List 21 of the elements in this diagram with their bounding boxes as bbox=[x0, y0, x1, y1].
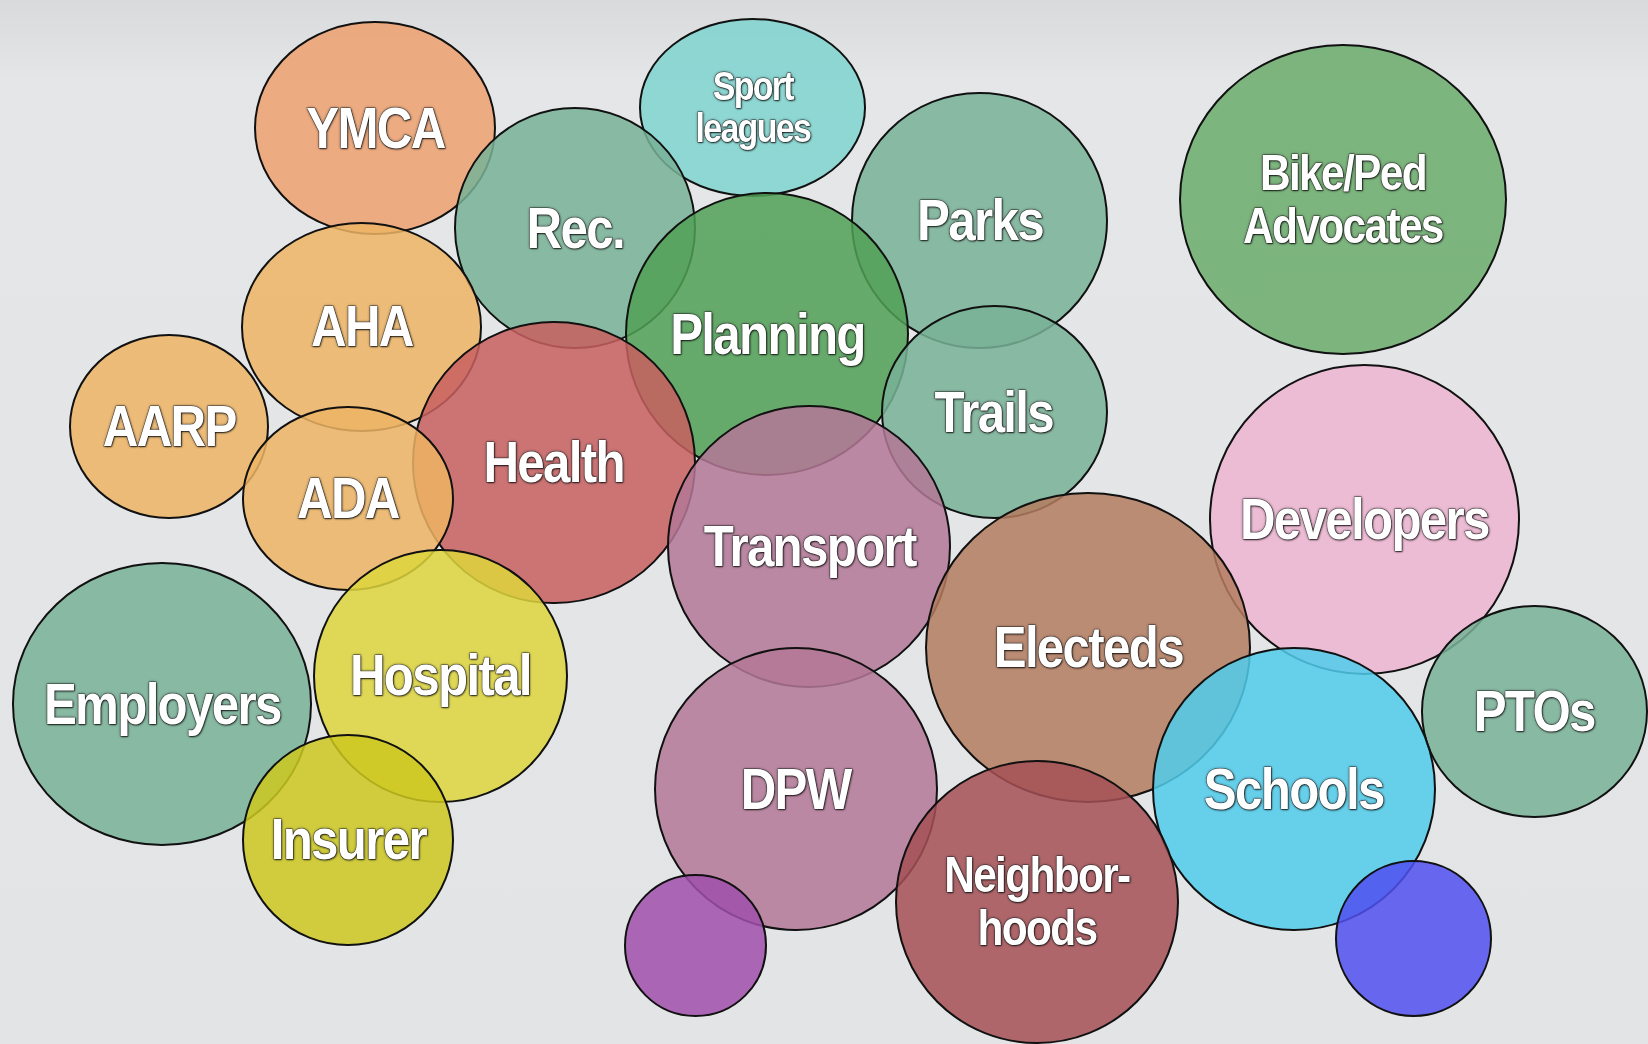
bubble-label: Electeds bbox=[993, 616, 1183, 678]
bubble-label: PTOs bbox=[1473, 681, 1595, 742]
bubble-label: Parks bbox=[916, 190, 1043, 252]
bubble-label: AARP bbox=[102, 396, 236, 458]
bubble-label: Insurer bbox=[270, 809, 426, 871]
bubble-label: Employers bbox=[43, 673, 281, 735]
bubble-label: Bike/Ped Advocates bbox=[1242, 147, 1444, 253]
bubble-label: ADA bbox=[297, 467, 399, 529]
bubble-label: Planning bbox=[669, 303, 865, 365]
bubble-label: Sport leagues bbox=[694, 65, 812, 150]
bubble-label: Rec. bbox=[526, 197, 624, 259]
bubble-label: Schools bbox=[1203, 758, 1384, 820]
bubble-label: Trails bbox=[934, 381, 1054, 443]
bubble-label: Neighbor- hoods bbox=[943, 849, 1132, 955]
bubble-label: AHA bbox=[310, 296, 413, 358]
bubble-label: YMCA bbox=[306, 97, 445, 159]
bubble-label: DPW bbox=[740, 758, 851, 820]
bubble-label: Hospital bbox=[349, 645, 531, 707]
bubble-label: Developers bbox=[1239, 488, 1489, 550]
bubble-label: Health bbox=[483, 432, 625, 493]
bubble-label: Transport bbox=[703, 516, 916, 577]
